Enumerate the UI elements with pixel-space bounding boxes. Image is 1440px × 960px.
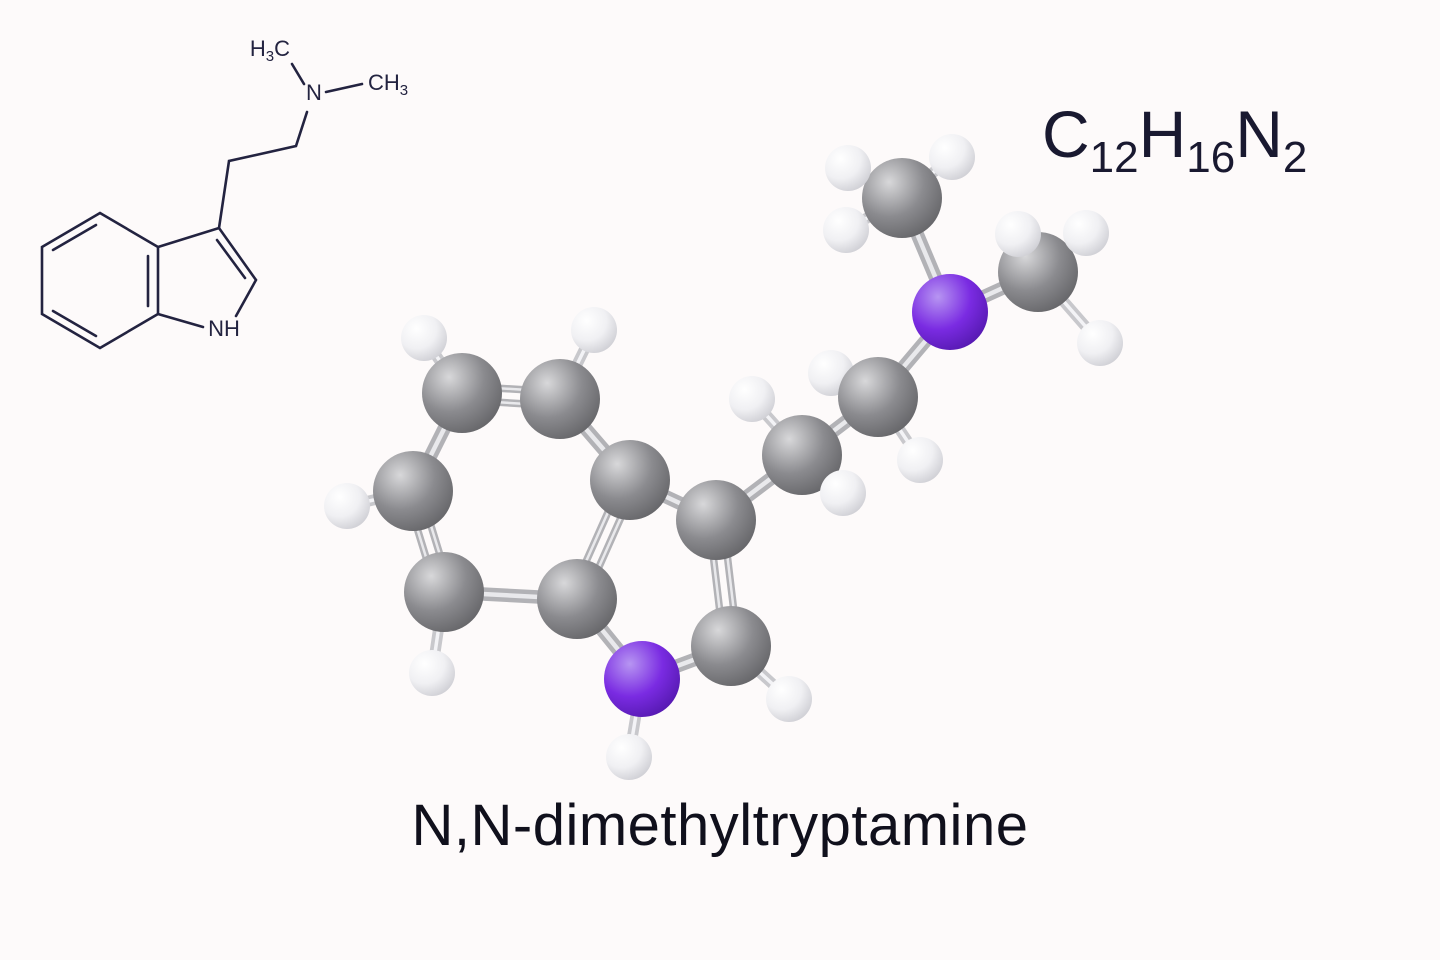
benzene-double-bonds [51, 223, 150, 338]
atom-carbon [520, 359, 600, 439]
model-3d [324, 134, 1123, 780]
n-methyl-bonds [290, 62, 364, 94]
formula-subscript-n: 2 [1282, 133, 1308, 182]
molecular-formula: C12H16N2 [1042, 96, 1307, 182]
atom-carbon [762, 415, 842, 495]
pyrrole-double-bond [215, 238, 247, 280]
atom-hydrogen [1077, 320, 1123, 366]
atom-carbon [676, 480, 756, 560]
molecule-name-caption: N,N-dimethyltryptamine [411, 793, 1029, 858]
atom-carbon [691, 606, 771, 686]
atom-hydrogen [820, 470, 866, 516]
atom-carbon [838, 357, 918, 437]
atoms [324, 134, 1123, 780]
formula-element-c: C [1042, 97, 1090, 171]
atom-hydrogen [401, 315, 447, 361]
atom-hydrogen [766, 676, 812, 722]
atom-carbon [590, 440, 670, 520]
atom-carbon [537, 559, 617, 639]
atom-hydrogen [825, 145, 871, 191]
atom-hydrogen [995, 211, 1041, 257]
atom-hydrogen [324, 483, 370, 529]
atom-hydrogen [1063, 210, 1109, 256]
label-nh: NH [208, 316, 240, 341]
atom-nitrogen [604, 641, 680, 717]
label-h3c: H3C [250, 36, 290, 65]
formula-subscript-c: 12 [1089, 133, 1139, 182]
atom-carbon [404, 552, 484, 632]
formula-subscript-h: 16 [1186, 133, 1236, 182]
atom-carbon [422, 353, 502, 433]
atom-hydrogen [409, 650, 455, 696]
label-ch3: CH3 [368, 70, 408, 99]
skeletal-labels: N NH H3C CH3 [208, 36, 408, 341]
formula-element-h: H [1138, 97, 1187, 171]
atom-hydrogen [729, 376, 775, 422]
atom-hydrogen [897, 437, 943, 483]
benzene-ring [40, 211, 160, 350]
ethyl-chain [217, 110, 309, 230]
atom-hydrogen [606, 734, 652, 780]
skeletal-formula-2d [40, 62, 364, 350]
atom-carbon [373, 451, 453, 531]
pyrrole-ring [156, 226, 258, 329]
atom-hydrogen [929, 134, 975, 180]
atom-nitrogen [912, 274, 988, 350]
formula-element-n: N [1235, 97, 1283, 171]
atom-hydrogen [823, 207, 869, 253]
atom-hydrogen [571, 307, 617, 353]
atom-carbon [862, 158, 942, 238]
label-nitrogen: N [306, 80, 322, 105]
